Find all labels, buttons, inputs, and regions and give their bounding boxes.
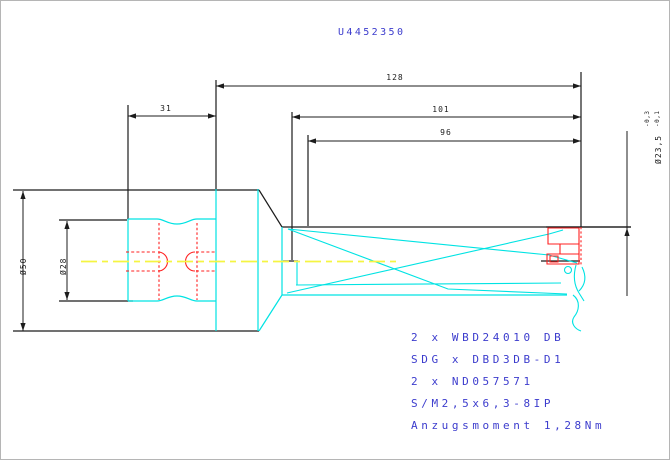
dim-flange-diameter-label: Ø50 xyxy=(18,258,28,275)
shank-bottom-edge xyxy=(128,295,216,302)
dimension-arrows xyxy=(20,83,630,331)
bom-notes: 2 x WBD24010 DB SDG x DBD3DB-D1 2 x ND05… xyxy=(411,331,605,432)
note-spare-part-line: 2 x ND057571 xyxy=(411,375,534,388)
dimension-lines xyxy=(22,85,628,331)
drawing-number: U4452350 xyxy=(338,27,405,38)
dim-shank-length-label: 31 xyxy=(160,104,172,113)
note-insert-line: 2 x WBD24010 DB xyxy=(411,331,564,344)
note-screw-line: S/M2,5x6,3-8IP xyxy=(411,397,554,410)
dim-shank-diameter-label: Ø28 xyxy=(58,258,68,275)
dim-cut-diameter-tol-upper: -0,3 xyxy=(644,111,651,127)
insert-outline xyxy=(546,227,580,265)
dim-cut-diameter-tol-lower: -0,1 xyxy=(654,111,661,127)
hidden-cross-hole xyxy=(126,223,582,300)
dim-usable-length-label: 101 xyxy=(432,105,449,114)
dim-cut-diameter-label: Ø23,5 xyxy=(653,135,663,164)
note-center-insert-line: SDG x DBD3DB-D1 xyxy=(411,353,564,366)
coolant-hole-circle xyxy=(563,265,573,275)
tool-outline-black xyxy=(258,189,631,228)
note-torque-line: Anzugsmoment 1,28Nm xyxy=(411,419,605,432)
dim-overall-length-label: 128 xyxy=(386,73,403,82)
tip-detail-cyan xyxy=(563,264,586,332)
dim-flute-length-label: 96 xyxy=(440,128,452,137)
taper-bottom xyxy=(258,294,283,332)
shank-top-edge xyxy=(128,218,216,225)
tool-outline-cyan xyxy=(127,189,567,332)
extension-lines xyxy=(13,72,631,332)
